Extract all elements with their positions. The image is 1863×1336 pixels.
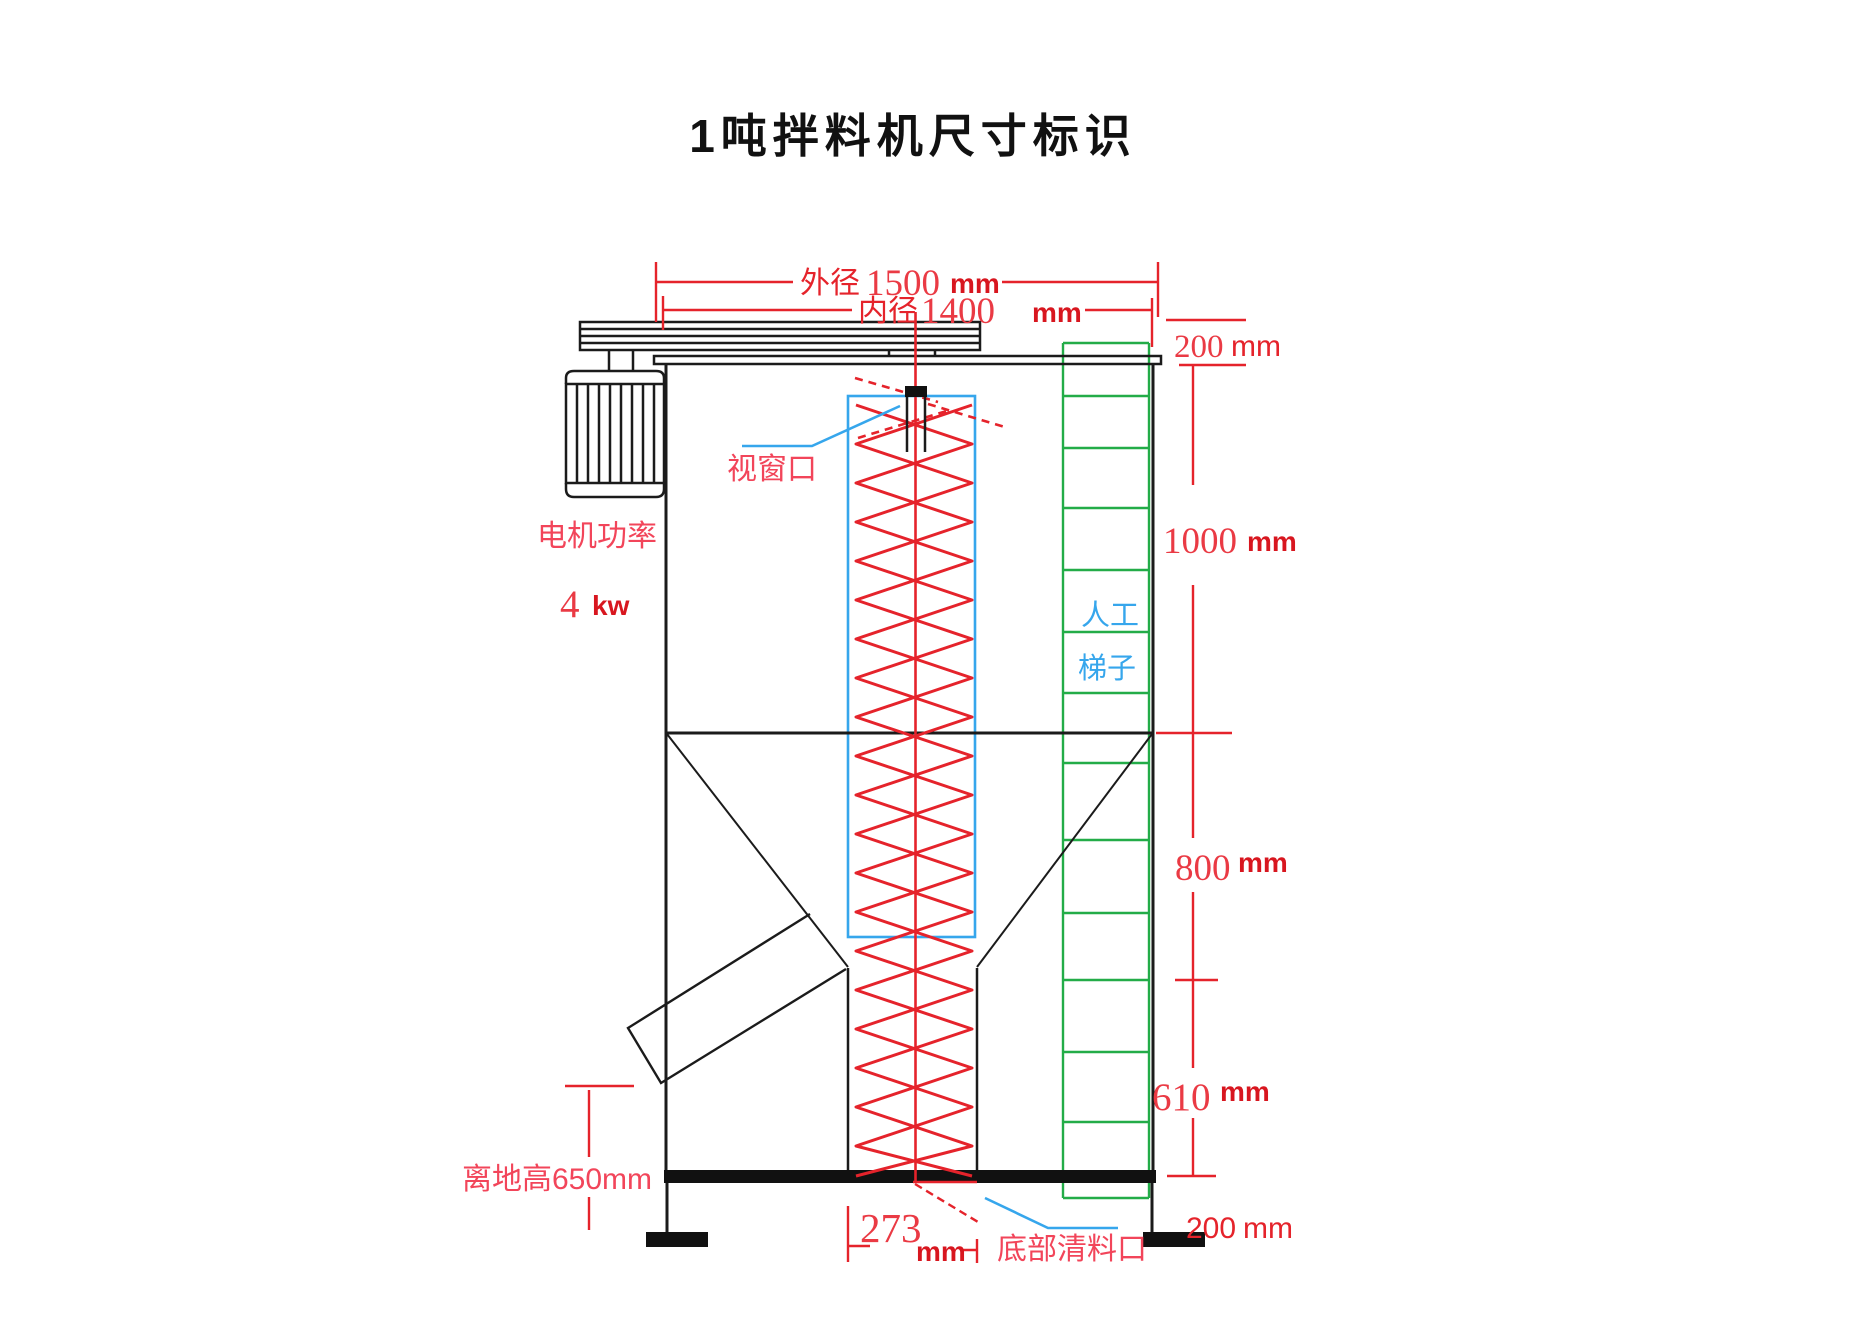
tank-lid-plate xyxy=(652,354,1163,366)
dim-outlet-width xyxy=(846,1180,979,1263)
inner-diameter-value: 1400 xyxy=(921,291,995,332)
cone-height-unit: mm xyxy=(1238,847,1288,878)
top-offset-value: 200 xyxy=(1174,329,1224,365)
view-window-leader xyxy=(742,404,901,448)
dim-inner-diameter xyxy=(661,296,1154,347)
blue-leaders xyxy=(742,404,1118,1230)
machine-outline xyxy=(564,320,1163,1233)
ladder-label-top: 人工 xyxy=(1081,600,1139,632)
auger-spiral-b xyxy=(854,403,974,1178)
bottom-offset-unit: mm xyxy=(1243,1212,1293,1245)
outlet-leader xyxy=(984,1196,1118,1230)
shaft-housing xyxy=(905,386,927,452)
motor-power-unit: kw xyxy=(592,590,630,621)
right-foot xyxy=(1143,1232,1205,1247)
dim-outer-diameter xyxy=(654,262,1160,322)
ground-clearance-label: 离地高650mm xyxy=(462,1163,652,1196)
outer-diameter-unit: mm xyxy=(950,268,1000,299)
lower-height-value: 610 xyxy=(1152,1076,1211,1119)
page-title: 1吨拌料机尺寸标识 xyxy=(689,110,1137,162)
auger xyxy=(854,312,1009,1183)
motor-power-value: 4 xyxy=(560,583,580,626)
ladder-label-bottom: 梯子 xyxy=(1078,652,1136,685)
inlet-chute xyxy=(626,912,847,1085)
auger-spiral-a xyxy=(854,403,974,1178)
motor-power-label: 电机功率 xyxy=(537,520,657,553)
hopper-cone xyxy=(666,733,1153,968)
outlet-width-unit: mm xyxy=(916,1236,966,1267)
outlet-width-value: 273 xyxy=(860,1205,922,1251)
view-window-label: 视窗口 xyxy=(727,453,817,486)
manual-ladder xyxy=(1061,341,1151,1200)
dimension-lines xyxy=(565,262,1246,1263)
dim-right-chain xyxy=(1156,318,1246,1178)
inner-diameter-unit: mm xyxy=(1032,297,1082,328)
motor xyxy=(564,369,666,499)
bottom-base-plate xyxy=(664,1170,1156,1183)
upper-height-value: 1000 xyxy=(1163,521,1237,562)
cone-height-value: 800 xyxy=(1175,848,1231,889)
outer-diameter-label: 外径 xyxy=(800,267,860,300)
inner-diameter-label: 内径 xyxy=(858,295,918,328)
outer-diameter-value: 1500 xyxy=(866,263,940,304)
bottom-outlet-label: 底部清料口 xyxy=(997,1233,1147,1266)
top-offset-unit: mm xyxy=(1231,330,1281,363)
upper-height-unit: mm xyxy=(1247,526,1297,557)
top-beam xyxy=(578,320,982,352)
lower-height-unit: mm xyxy=(1220,1076,1270,1107)
bottom-offset-value: 200 xyxy=(1186,1212,1236,1245)
dim-ground-clearance xyxy=(565,1084,634,1230)
left-foot xyxy=(646,1232,708,1247)
